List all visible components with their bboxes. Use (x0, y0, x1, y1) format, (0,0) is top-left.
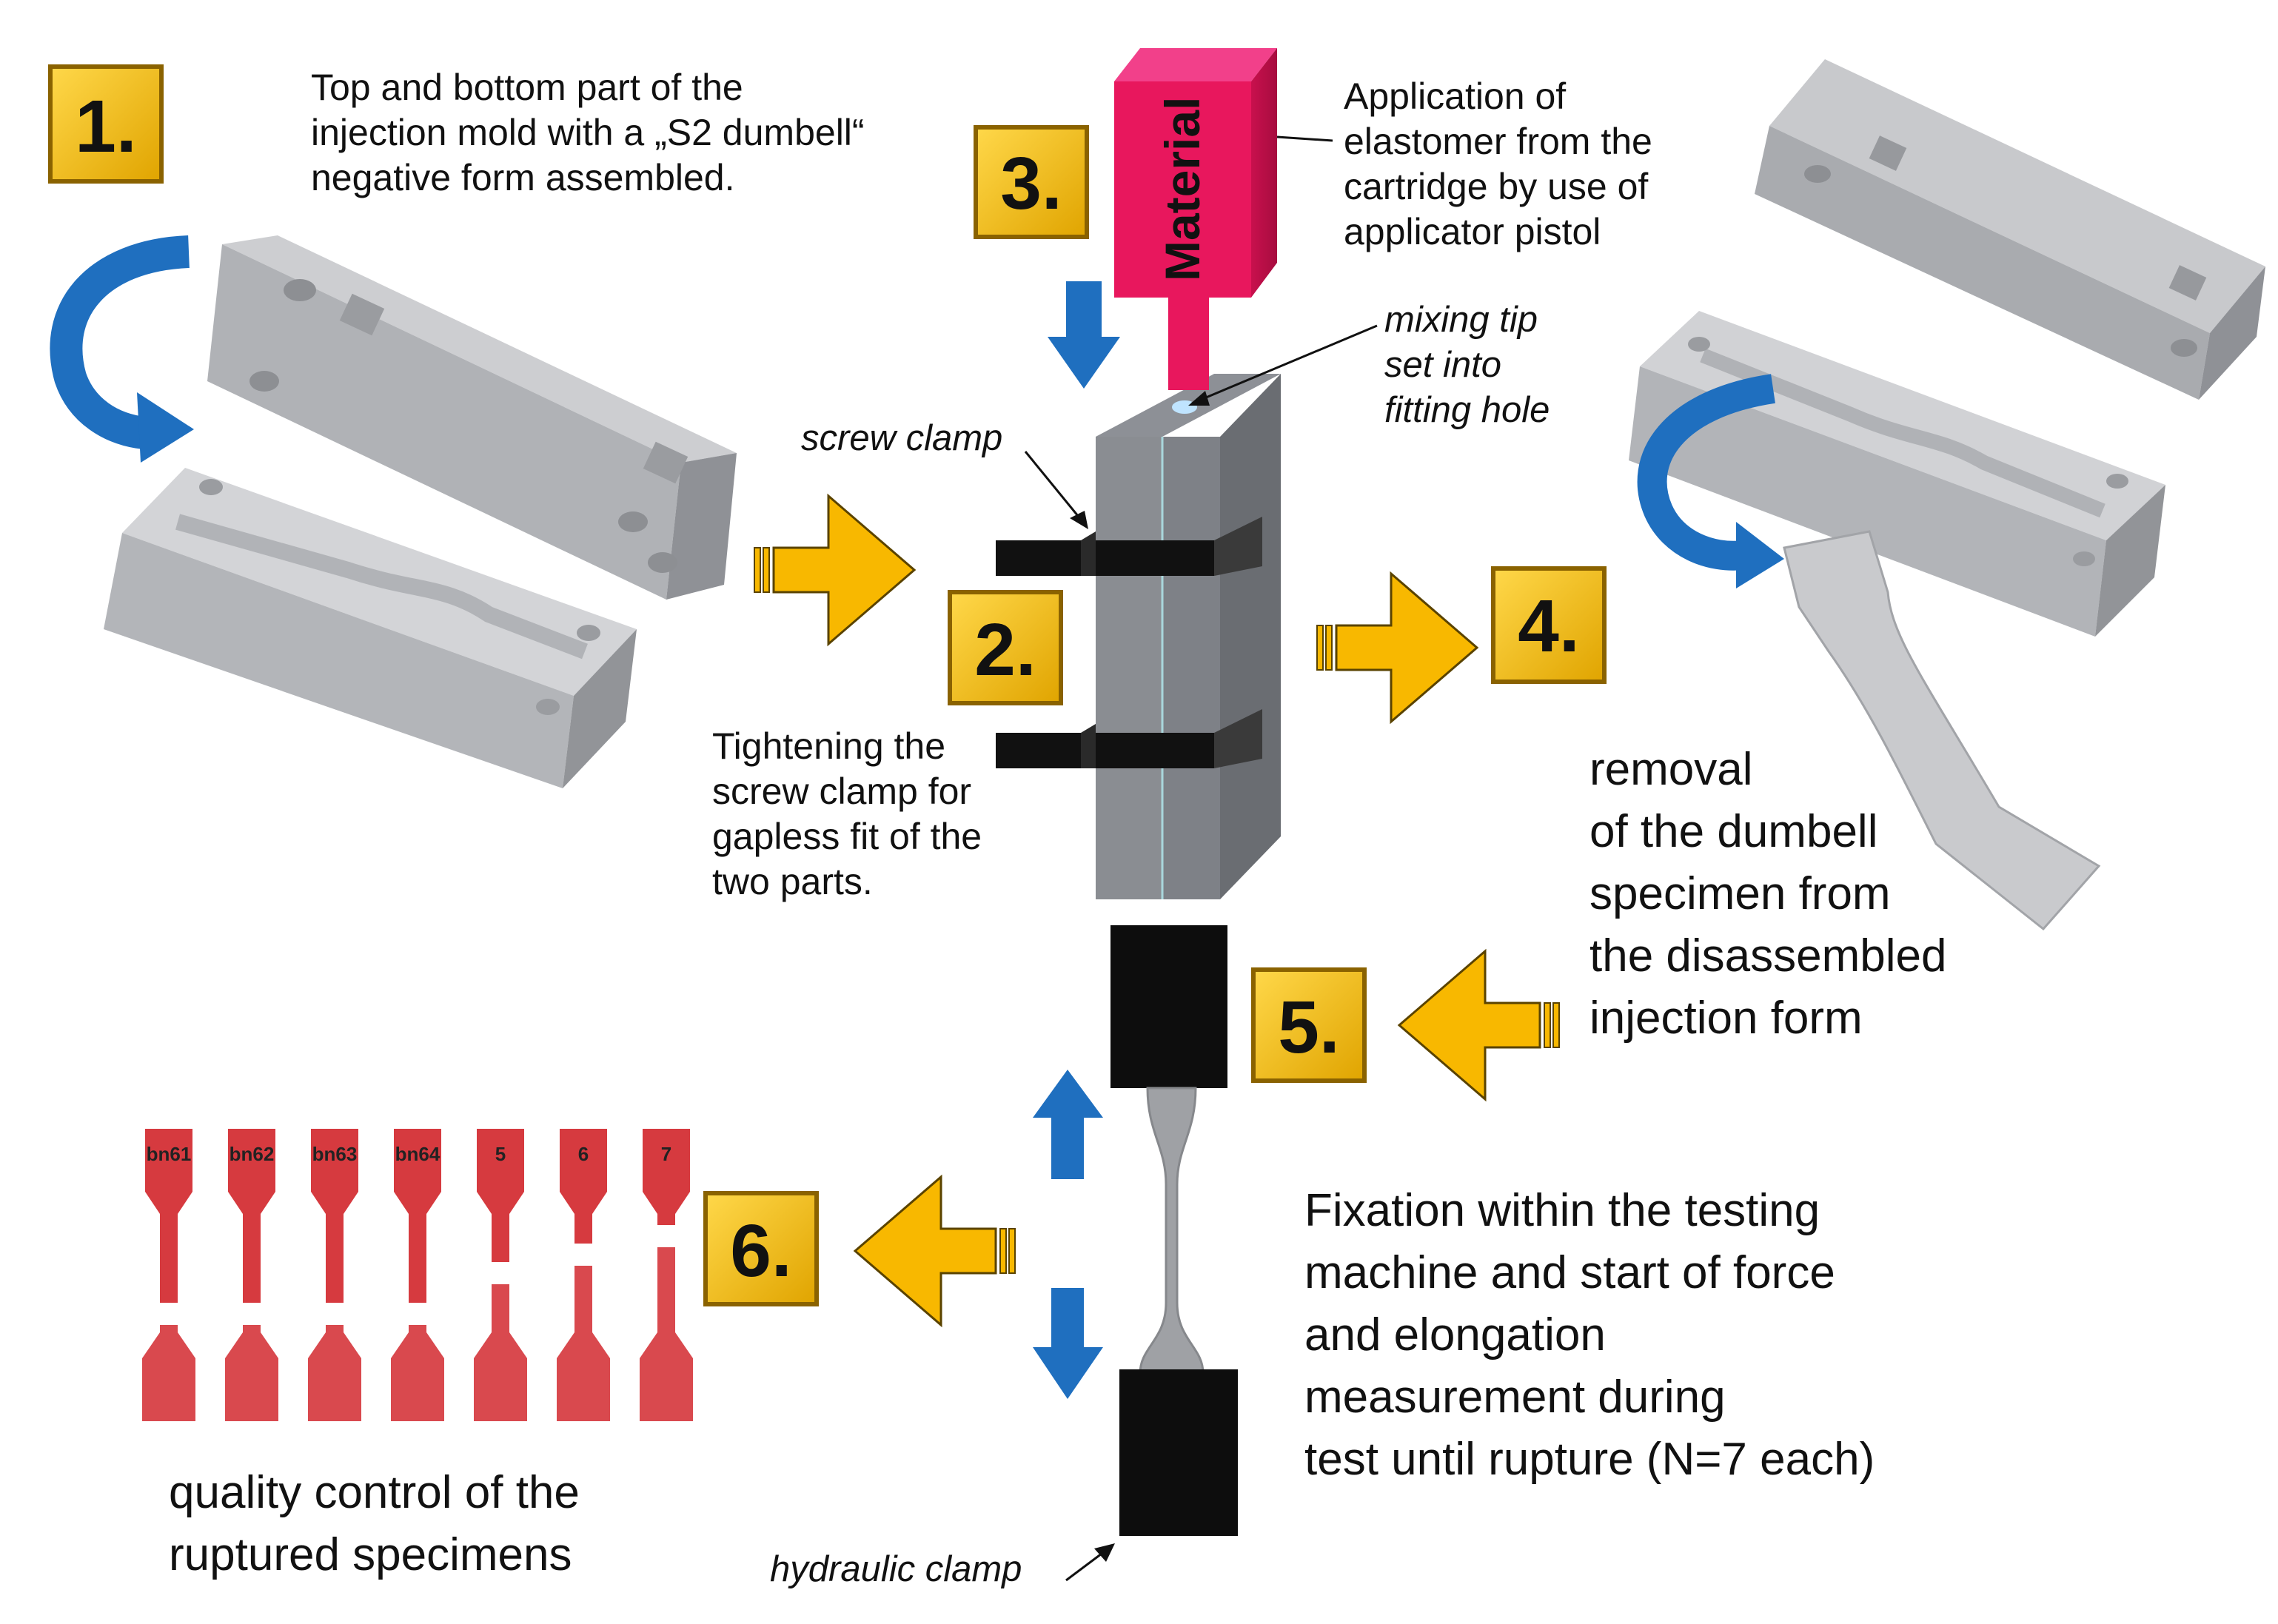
step-2-caption: Tightening the screw clamp for gapless f… (712, 725, 982, 902)
step-3-badge: 3. (974, 125, 1089, 239)
step-6-number: 6. (730, 1209, 791, 1292)
specimen-marker: bn64 (395, 1143, 440, 1165)
specimen-marker: 7 (661, 1143, 671, 1165)
mixing-tip-leader-line (1191, 324, 1378, 405)
arrow-step5-to-step6 (854, 1175, 1016, 1326)
mixing-tip-label: mixing tip set into fitting hole (1384, 300, 1550, 430)
step-3-number: 3. (1000, 142, 1062, 225)
material-cartridge: Material (1114, 48, 1277, 390)
step-2-badge: 2. (948, 590, 1063, 705)
material-leader-line (1276, 135, 1333, 142)
pull-down-arrow-icon (1033, 1288, 1103, 1399)
ruptured-specimen: 6 (557, 1129, 610, 1421)
ruptured-specimen: bn63 (308, 1129, 361, 1421)
specimen-marker: 6 (578, 1143, 589, 1165)
hydraulic-clamp-bottom (1119, 1369, 1238, 1536)
flip-arrow-icon (50, 235, 194, 463)
disassembled-mold-bottom (1629, 311, 2165, 637)
step-5-badge: 5. (1251, 967, 1367, 1083)
screw-clamp-label: screw clamp (801, 418, 1003, 458)
arrow-step1-to-step2 (753, 494, 916, 645)
step-2-number: 2. (974, 608, 1036, 691)
step-6-badge: 6. (703, 1191, 819, 1306)
pull-up-arrow-icon (1033, 1070, 1103, 1179)
specimen-marker: bn62 (230, 1143, 275, 1165)
step-1-caption: Top and bottom part of the injection mol… (311, 67, 865, 198)
ruptured-specimen: bn61 (142, 1129, 195, 1421)
ruptured-specimen: 5 (474, 1129, 527, 1421)
arrow-down-into-mold-icon (1048, 281, 1120, 389)
specimen-marker: bn61 (147, 1143, 192, 1165)
arrow-step2-to-step4 (1316, 572, 1478, 723)
specimen-marker: bn63 (312, 1143, 358, 1165)
step-4-caption: removal of the dumbell specimen from the… (1589, 744, 1947, 1044)
hydraulic-clamp-top (1110, 925, 1227, 1088)
ruptured-specimen: 7 (640, 1129, 693, 1421)
step-4-number: 4. (1518, 585, 1579, 668)
mold-top-half (207, 235, 737, 600)
arrow-step4-to-step5 (1398, 950, 1561, 1101)
step-3-caption: Application of elastomer from the cartri… (1344, 76, 1652, 252)
hydraulic-clamp-label: hydraulic clamp (770, 1549, 1022, 1589)
flip-arrow-removal-icon (1637, 374, 1784, 588)
step-5-number: 5. (1278, 986, 1339, 1069)
ruptured-specimens: bn61 bn62 bn63 bn64 5 6 7 (142, 1129, 693, 1421)
dumbbell-specimen (1783, 530, 2101, 931)
test-specimen (1139, 1087, 1205, 1375)
step-1-number: 1. (75, 85, 136, 168)
assembled-mold (1096, 374, 1281, 899)
disassembled-mold-top (1755, 59, 2265, 400)
ruptured-specimen: bn62 (225, 1129, 278, 1421)
specimen-marker: 5 (495, 1143, 506, 1165)
step-6-caption: quality control of the ruptured specimen… (169, 1467, 580, 1580)
screw-clamp-leader-line (1024, 451, 1086, 525)
step-4-badge: 4. (1491, 566, 1607, 684)
mold-bottom-half (104, 468, 637, 788)
step-1-badge: 1. (48, 64, 164, 184)
step-5-caption: Fixation within the testing machine and … (1304, 1185, 1875, 1485)
ruptured-specimen: bn64 (391, 1129, 444, 1421)
screw-clamp (996, 517, 1262, 768)
material-label: Material (1155, 97, 1210, 281)
